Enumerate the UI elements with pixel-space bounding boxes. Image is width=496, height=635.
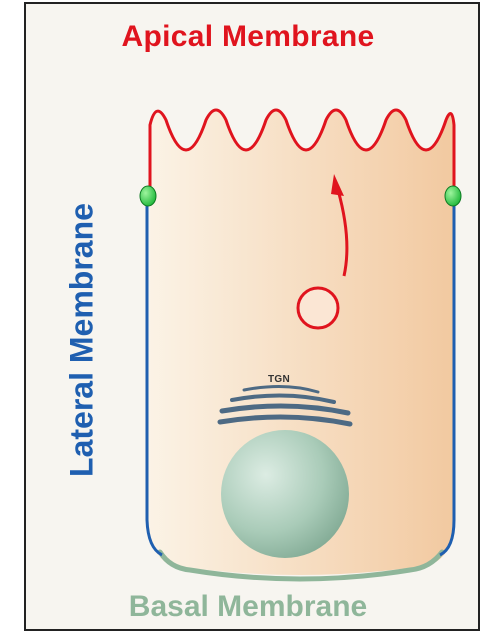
tight-junction-left: [140, 186, 156, 206]
lateral-membrane-label: Lateral Membrane: [64, 203, 101, 477]
tight-junction-right: [445, 186, 461, 206]
tgn-label: TGN: [268, 374, 290, 385]
nucleus: [221, 430, 349, 558]
basal-membrane-label: Basal Membrane: [0, 590, 496, 624]
apical-membrane-label: Apical Membrane: [0, 20, 496, 54]
transport-vesicle: [298, 288, 338, 328]
